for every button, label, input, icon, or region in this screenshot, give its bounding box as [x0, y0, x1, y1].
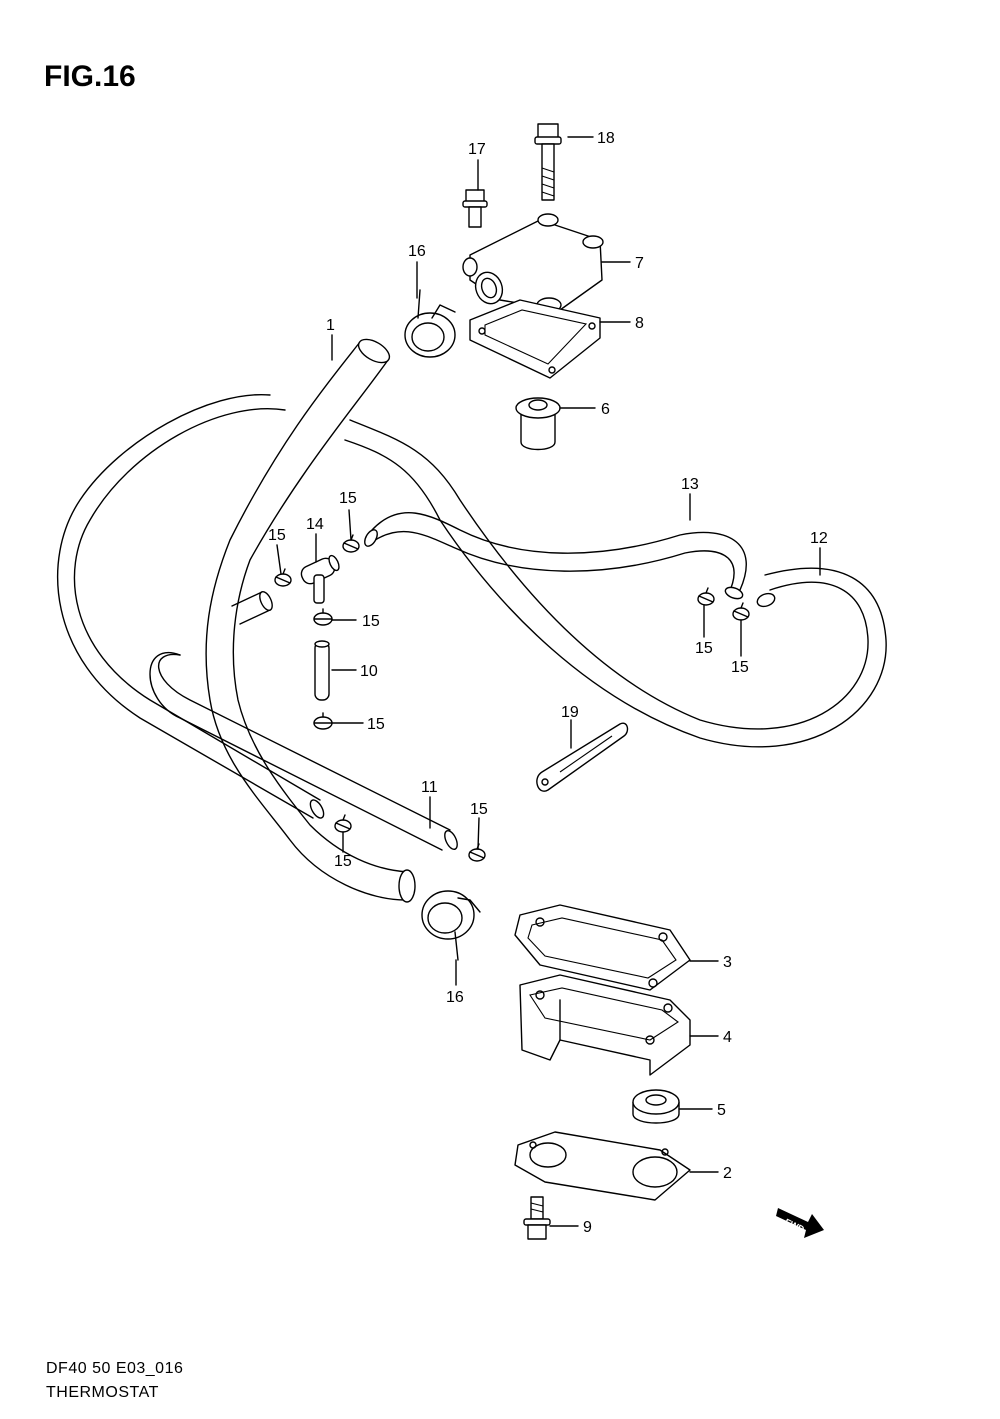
callout-15d: 15 — [367, 716, 385, 733]
callout-16b: 16 — [446, 989, 464, 1006]
part-2-gasket[interactable] — [514, 1131, 691, 1201]
callout-4: 4 — [723, 1029, 732, 1046]
figure-title: FIG.16 — [44, 60, 136, 93]
part-9-bolt[interactable] — [523, 1196, 551, 1240]
figure-name: THERMOSTAT — [46, 1384, 159, 1401]
part-18-bolt[interactable] — [534, 123, 562, 201]
callout-15e: 15 — [334, 853, 352, 870]
callout-8: 8 — [635, 315, 644, 332]
callout-14: 14 — [306, 516, 324, 533]
callout-17: 17 — [468, 141, 486, 158]
callout-15h: 15 — [731, 659, 749, 676]
fwd-arrow-icon: FWD — [776, 1208, 824, 1238]
part-19-strap[interactable] — [536, 722, 629, 792]
callout-12: 12 — [810, 530, 828, 547]
clip-15g[interactable] — [697, 587, 715, 606]
part-10-tube[interactable] — [314, 640, 330, 701]
callout-15f: 15 — [470, 801, 488, 818]
callout-1: 1 — [326, 317, 335, 334]
clip-15d[interactable] — [313, 712, 333, 730]
part-5-seal[interactable] — [632, 1089, 680, 1124]
callouts: 1 2 3 4 5 6 7 8 9 10 11 12 13 14 15 15 1… — [268, 130, 828, 1236]
part-17-bolt[interactable] — [462, 189, 488, 228]
callout-7: 7 — [635, 255, 644, 272]
callout-9: 9 — [583, 1219, 592, 1236]
clip-15f[interactable] — [468, 843, 486, 862]
callout-6: 6 — [601, 401, 610, 418]
callout-15c: 15 — [362, 613, 380, 630]
callout-15g: 15 — [695, 640, 713, 657]
part-14-joint[interactable] — [299, 554, 341, 604]
part-6-thermostat[interactable] — [515, 397, 561, 451]
callout-5: 5 — [717, 1102, 726, 1119]
callout-11: 11 — [421, 779, 438, 796]
clip-16a[interactable] — [404, 289, 456, 358]
part-3-gasket[interactable] — [514, 904, 691, 991]
callout-18: 18 — [597, 130, 615, 147]
callout-2: 2 — [723, 1165, 732, 1182]
figure-code: DF40 50 E03_016 — [46, 1360, 184, 1377]
fwd-label: FWD — [783, 1217, 806, 1235]
clip-15e[interactable] — [334, 814, 352, 833]
clip-16b[interactable] — [421, 890, 481, 961]
outer-hose[interactable] — [56, 393, 327, 821]
callout-15b: 15 — [339, 490, 357, 507]
callout-13: 13 — [681, 476, 699, 493]
part-13-hose[interactable] — [362, 512, 747, 601]
clip-15a[interactable] — [274, 568, 292, 587]
callout-3: 3 — [723, 954, 732, 971]
callout-10: 10 — [360, 663, 378, 680]
part-12-hose[interactable] — [344, 419, 887, 748]
callout-19: 19 — [561, 704, 579, 721]
part-8-gasket[interactable] — [469, 299, 601, 379]
part-4-case[interactable] — [519, 974, 691, 1076]
part-1-hose[interactable] — [205, 335, 416, 903]
callout-15a: 15 — [268, 527, 286, 544]
clip-15c[interactable] — [313, 608, 333, 626]
callout-16a: 16 — [408, 243, 426, 260]
leader-lines — [276, 136, 821, 1227]
part-11-hose[interactable] — [149, 652, 460, 852]
stub-hose[interactable] — [231, 590, 275, 625]
part-7-thermostat-cover[interactable] — [462, 213, 604, 313]
clip-15h[interactable] — [732, 602, 750, 621]
